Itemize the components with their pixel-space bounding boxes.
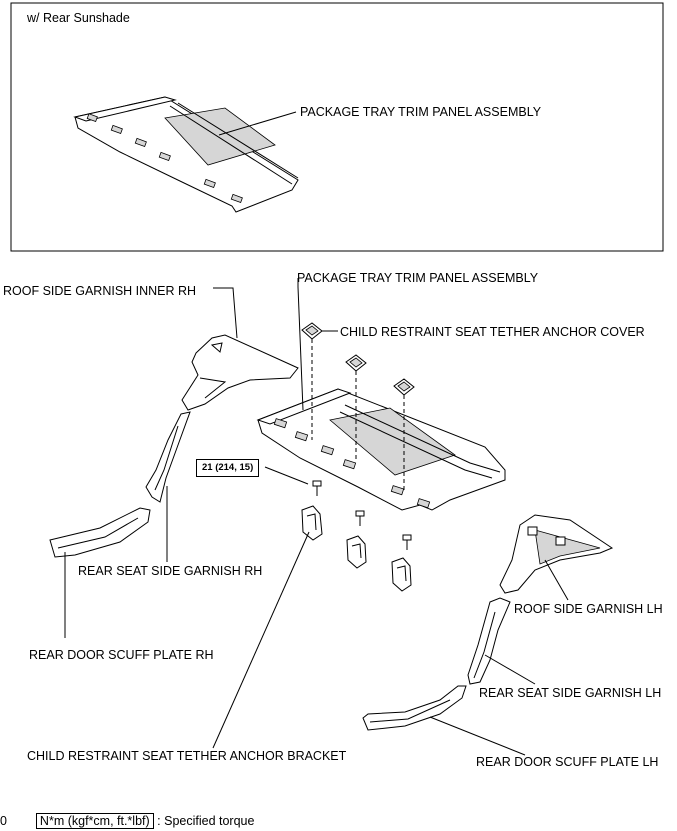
inset-package-tray-drawing bbox=[73, 96, 299, 213]
legend-marker: 0 bbox=[0, 814, 7, 828]
label-seat-garnish-rh: REAR SEAT SIDE GARNISH RH bbox=[78, 564, 263, 578]
roof-garnish-inner-rh-drawing bbox=[181, 334, 299, 411]
roof-garnish-lh-drawing bbox=[499, 514, 614, 594]
legend: 0 N*m (kgf*cm, ft.*lbf) : Specified torq… bbox=[0, 813, 254, 829]
legend-unit-box: N*m (kgf*cm, ft.*lbf) bbox=[35, 813, 154, 829]
label-scuff-rh: REAR DOOR SCUFF PLATE RH bbox=[29, 648, 214, 662]
bolt-drawings bbox=[312, 480, 412, 550]
inset-title: w/ Rear Sunshade bbox=[27, 11, 130, 25]
anchor-cover-drawings bbox=[301, 322, 415, 396]
main-tray-leader bbox=[297, 278, 304, 411]
roof-inner-rh-leader bbox=[213, 287, 238, 339]
main-package-tray-drawing bbox=[256, 388, 506, 511]
label-scuff-lh: REAR DOOR SCUFF PLATE LH bbox=[476, 755, 659, 769]
roof-lh-leader bbox=[544, 559, 569, 601]
inset-frame bbox=[10, 2, 664, 252]
scuff-lh-leader bbox=[429, 716, 526, 756]
label-anchor-bracket: CHILD RESTRAINT SEAT TETHER ANCHOR BRACK… bbox=[27, 749, 347, 763]
seat-lh-leader bbox=[484, 654, 536, 685]
legend-description: : Specified torque bbox=[157, 814, 255, 828]
anchor-bracket-drawings bbox=[301, 505, 412, 592]
scuff-rh-drawing bbox=[49, 507, 151, 558]
label-package-tray-main: PACKAGE TRAY TRIM PANEL ASSEMBLY bbox=[297, 271, 539, 285]
label-roof-garnish-lh: ROOF SIDE GARNISH LH bbox=[514, 602, 663, 616]
seat-garnish-rh-drawing bbox=[145, 411, 191, 503]
seat-garnish-lh-drawing bbox=[467, 597, 511, 685]
scuff-lh-drawing bbox=[362, 685, 467, 731]
torque-leader bbox=[264, 466, 309, 485]
bracket-leader bbox=[212, 531, 310, 749]
label-roof-garnish-inner-rh: ROOF SIDE GARNISH INNER RH bbox=[3, 284, 197, 298]
label-seat-garnish-lh: REAR SEAT SIDE GARNISH LH bbox=[479, 686, 662, 700]
torque-spec-box: 21 (214, 15) bbox=[196, 459, 260, 477]
label-package-tray-inset: PACKAGE TRAY TRIM PANEL ASSEMBLY bbox=[300, 105, 542, 119]
inset-tray-leader bbox=[218, 111, 297, 136]
label-anchor-cover: CHILD RESTRAINT SEAT TETHER ANCHOR COVER bbox=[340, 325, 645, 339]
